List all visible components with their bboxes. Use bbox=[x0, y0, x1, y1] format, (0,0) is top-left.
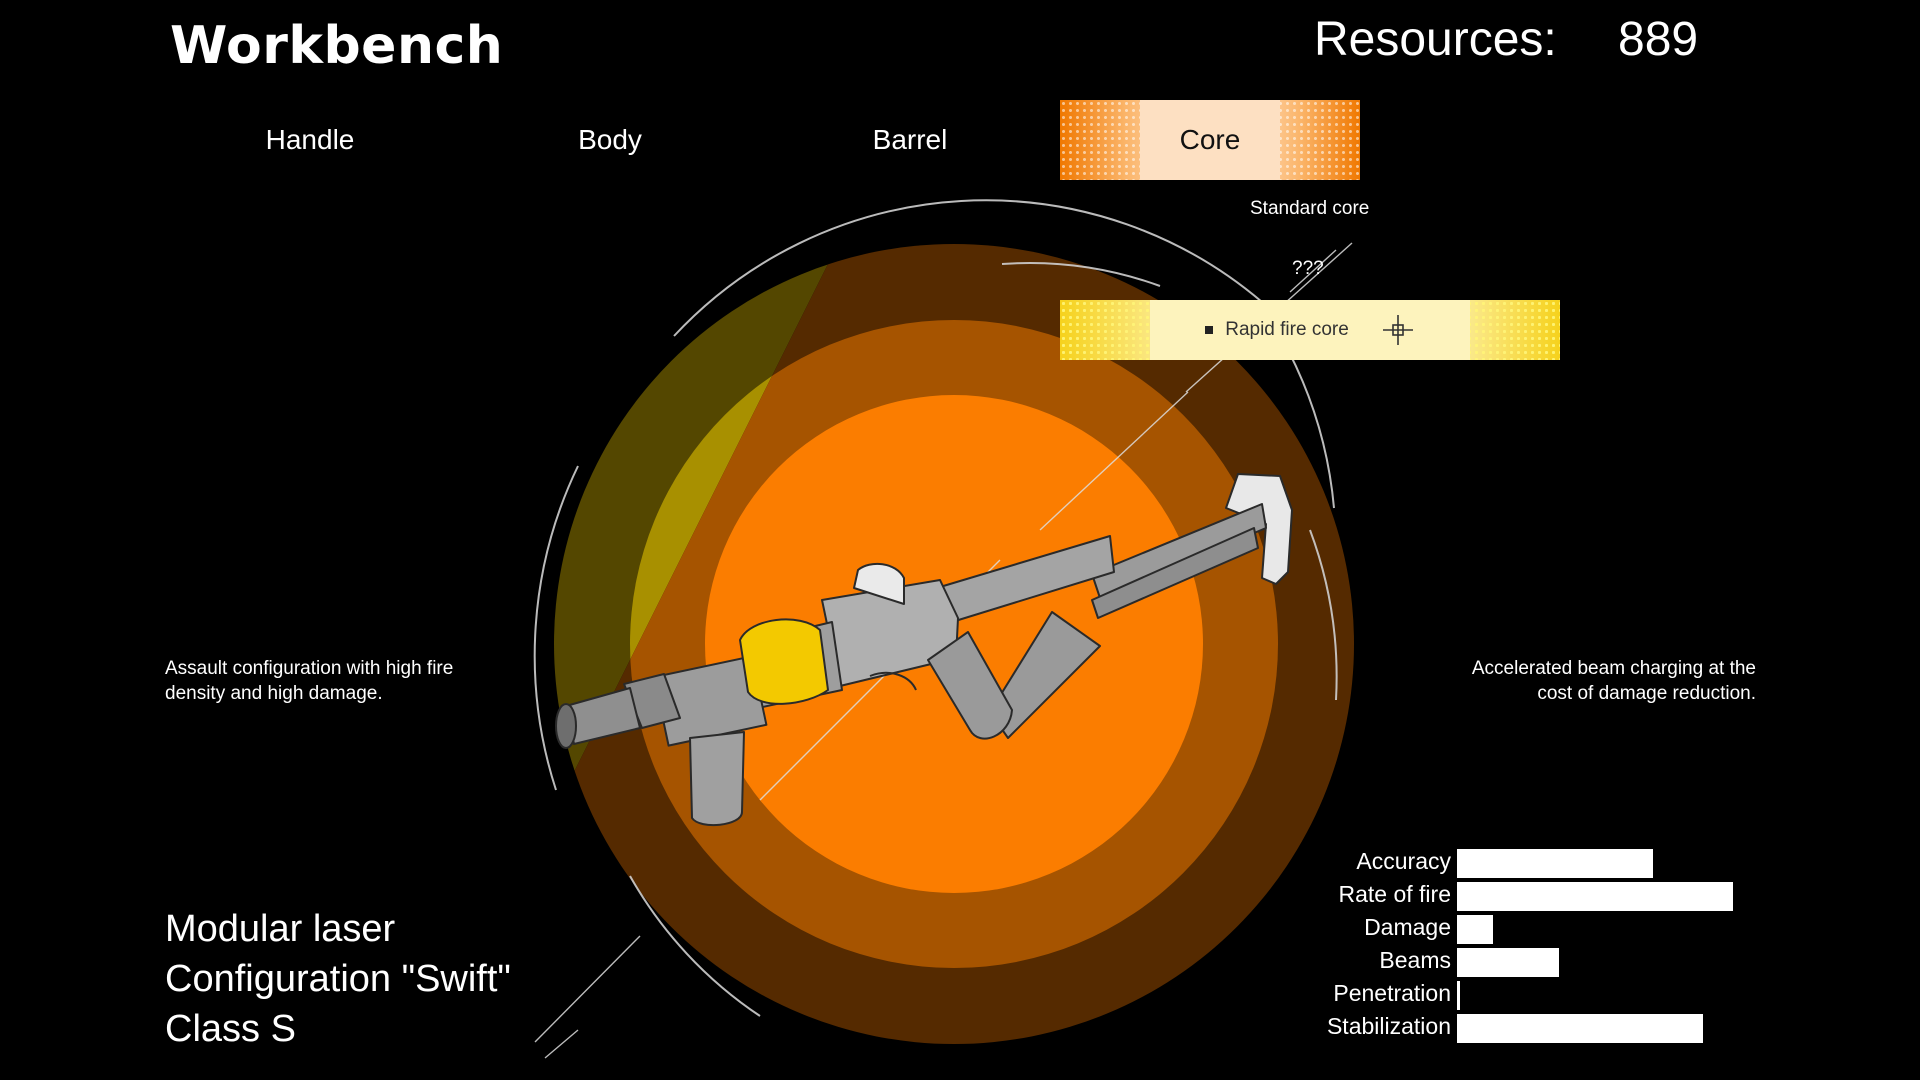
stat-row: Rate of fire bbox=[1240, 879, 1760, 912]
resources-label: Resources: bbox=[1314, 13, 1557, 66]
stat-row: Beams bbox=[1240, 945, 1760, 978]
stat-label: Damage bbox=[1364, 914, 1451, 940]
stat-label: Beams bbox=[1379, 947, 1451, 973]
tab-handle[interactable]: Handle bbox=[160, 100, 460, 180]
stat-label: Rate of fire bbox=[1338, 881, 1452, 907]
weapon-name-block: Modular laser Configuration "Swift" Clas… bbox=[165, 904, 511, 1054]
tab-label: Handle bbox=[265, 124, 355, 155]
orbit-arcs bbox=[533, 199, 1338, 1017]
weapon-class: Class S bbox=[165, 1008, 296, 1050]
crosshair-plus-icon bbox=[1382, 315, 1413, 345]
stat-row: Damage bbox=[1240, 912, 1760, 945]
square-bullet-icon bbox=[1205, 326, 1214, 334]
stat-label: Accuracy bbox=[1356, 848, 1451, 874]
core-option-rapid-fire[interactable]: Rapid fire core bbox=[1060, 300, 1560, 360]
tab-label: Core bbox=[1179, 124, 1241, 155]
stat-row: Accuracy bbox=[1240, 846, 1760, 879]
tab-body[interactable]: Body bbox=[460, 100, 760, 180]
core-description: Accelerated beam charging at the cost of… bbox=[1471, 658, 1756, 704]
stat-bar bbox=[1457, 948, 1559, 977]
stat-row: Stabilization bbox=[1240, 1011, 1760, 1044]
stat-label: Penetration bbox=[1333, 980, 1451, 1006]
core-option-label: Rapid fire core bbox=[1225, 319, 1349, 340]
core-option-standard[interactable]: Standard core bbox=[1250, 198, 1370, 219]
gun-illustration bbox=[555, 473, 1293, 827]
tab-label: Barrel bbox=[872, 124, 948, 155]
stat-bar bbox=[1457, 849, 1653, 878]
resources-value: 889 bbox=[1618, 13, 1699, 66]
stat-bar bbox=[1457, 1014, 1703, 1043]
stat-bar bbox=[1457, 882, 1733, 911]
stat-row: Penetration bbox=[1240, 978, 1760, 1011]
weapon-configuration: Configuration "Swift" bbox=[165, 958, 511, 1000]
tab-core[interactable]: Core bbox=[1060, 100, 1360, 180]
tab-label: Body bbox=[578, 124, 642, 155]
stat-bar bbox=[1457, 915, 1493, 944]
stat-bar bbox=[1457, 981, 1460, 1010]
page-title: Workbench bbox=[170, 16, 504, 76]
configuration-description: Assault configuration with high fire den… bbox=[165, 658, 454, 704]
weapon-type: Modular laser bbox=[165, 908, 396, 950]
tab-barrel[interactable]: Barrel bbox=[760, 100, 1060, 180]
stat-label: Stabilization bbox=[1326, 1013, 1451, 1039]
core-option-unknown[interactable]: ??? bbox=[1292, 258, 1324, 279]
